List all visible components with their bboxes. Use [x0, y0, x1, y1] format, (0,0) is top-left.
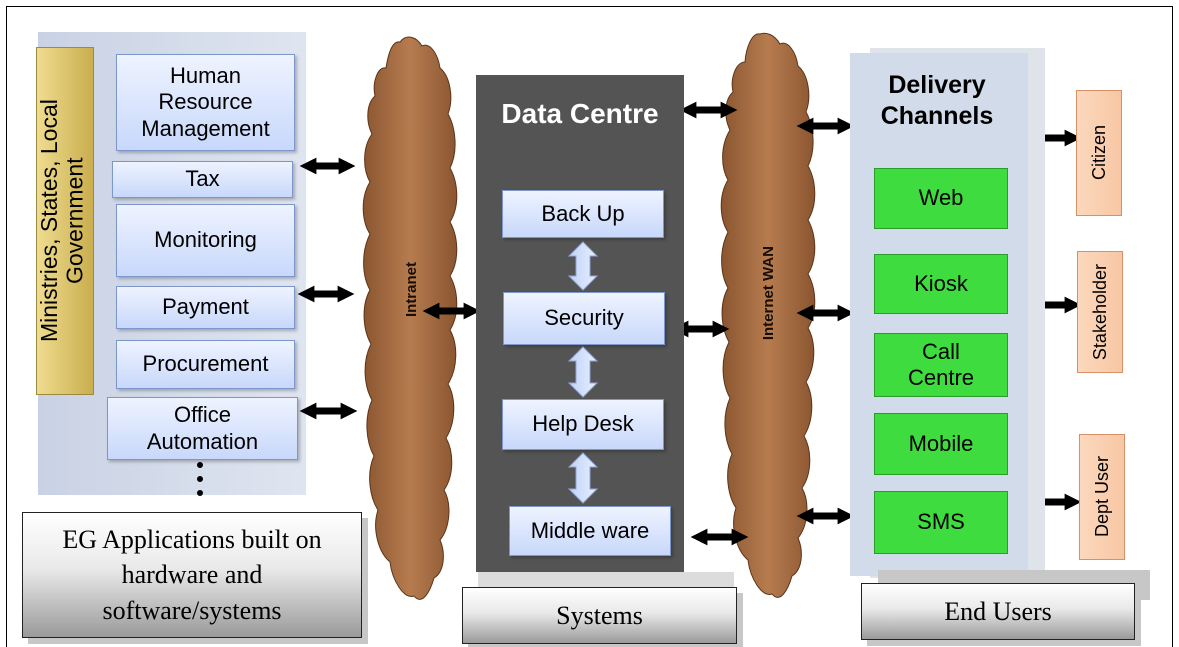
side-label-box — [36, 47, 94, 395]
user-citizen: Citizen — [1076, 90, 1122, 216]
channel-mobile: Mobile — [874, 413, 1008, 475]
module-human-resource-management: Human Resource Management — [116, 54, 295, 151]
footer-end-users: End Users — [861, 583, 1135, 640]
dc-security: Security — [503, 292, 665, 345]
dc-back-up: Back Up — [502, 190, 664, 238]
footer-systems: Systems — [462, 587, 737, 644]
channel-sms: SMS — [874, 491, 1008, 554]
diagram-frame — [6, 6, 1173, 647]
module-office-automation: Office Automation — [107, 397, 298, 460]
dc-connector-2 — [567, 346, 599, 398]
delivery-title-line1: Delivery — [888, 71, 986, 99]
data-centre-shadow — [478, 572, 734, 588]
user-citizen-label: Citizen — [1088, 125, 1109, 181]
delivery-title-line2: Channels — [880, 102, 994, 131]
module-tax: Tax — [112, 161, 293, 198]
footer-applications: EG Applications built on hardware and so… — [22, 512, 362, 638]
dc-middle-ware: Middle ware — [509, 506, 671, 556]
delivery-panel — [850, 53, 1028, 576]
delivery-title: Delivery Channels — [852, 70, 1022, 133]
user-stakeholder: Stakeholder — [1077, 251, 1123, 373]
dc-connector-1 — [567, 241, 599, 291]
module-procurement: Procurement — [116, 340, 295, 389]
module-monitoring: Monitoring — [116, 204, 295, 277]
continuation-dots — [197, 462, 203, 496]
channel-kiosk: Kiosk — [874, 254, 1008, 314]
user-dept-user-label: Dept User — [1091, 456, 1112, 538]
user-stakeholder-label: Stakeholder — [1089, 263, 1110, 361]
data-centre-title: Data Centre — [501, 98, 659, 129]
module-payment: Payment — [116, 286, 295, 329]
intranet-cloud — [362, 36, 458, 600]
dc-help-desk: Help Desk — [502, 399, 664, 450]
dc-connector-3 — [567, 452, 599, 504]
channel-web: Web — [874, 168, 1008, 229]
user-dept-user: Dept User — [1079, 434, 1125, 560]
wan-cloud — [720, 32, 816, 598]
channel-call-centre: Call Centre — [874, 333, 1008, 397]
